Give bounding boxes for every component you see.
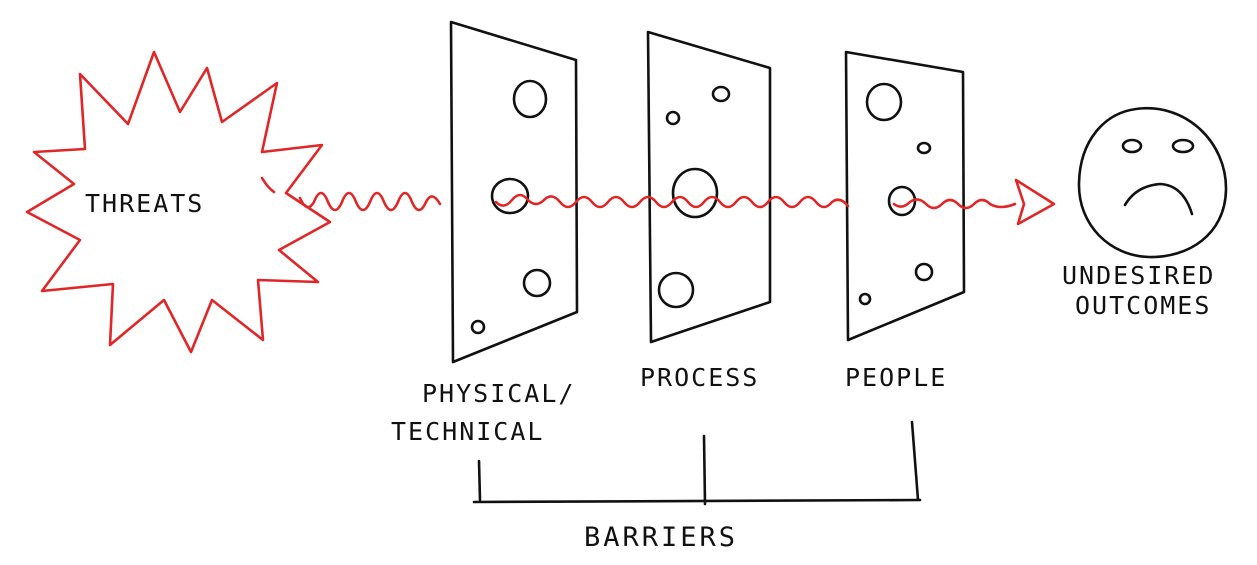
threat-path-wave [260,176,1017,212]
barriers-bracket: BARRIERS [472,420,922,553]
bracket-line [472,420,922,506]
sad-face-icon [1077,106,1228,259]
barrier-slab-process [646,30,772,344]
threat-path-arrow [260,176,1056,226]
cheese-holes [858,82,934,306]
barrier-physical-technical: PHYSICAL/ TECHNICAL [391,20,579,446]
outcome-node: UNDESIRED OUTCOMES [1062,106,1228,320]
barrier-process: PROCESS [640,30,772,392]
barrier-people: PEOPLE [844,50,966,392]
threats-label: THREATS [85,189,204,218]
cheese-holes [657,85,731,309]
arrow-head-icon [1014,178,1056,226]
outcome-label-line1: UNDESIRED [1062,261,1215,290]
barrier-label-people: PEOPLE [845,363,947,392]
outcome-label-line2: OUTCOMES [1075,291,1211,320]
barrier-label-process: PROCESS [640,363,759,392]
cheese-holes [470,79,552,335]
barriers-group-label: BARRIERS [584,522,738,553]
threats-node: THREATS [25,50,332,354]
barrier-slab-people [844,50,966,342]
barrier-label-physical-technical-line1: PHYSICAL/ [422,379,575,408]
threats-starburst [25,50,332,354]
barrier-label-physical-technical-line2: TECHNICAL [391,417,544,446]
barrier-slab-physical-technical [449,20,579,364]
